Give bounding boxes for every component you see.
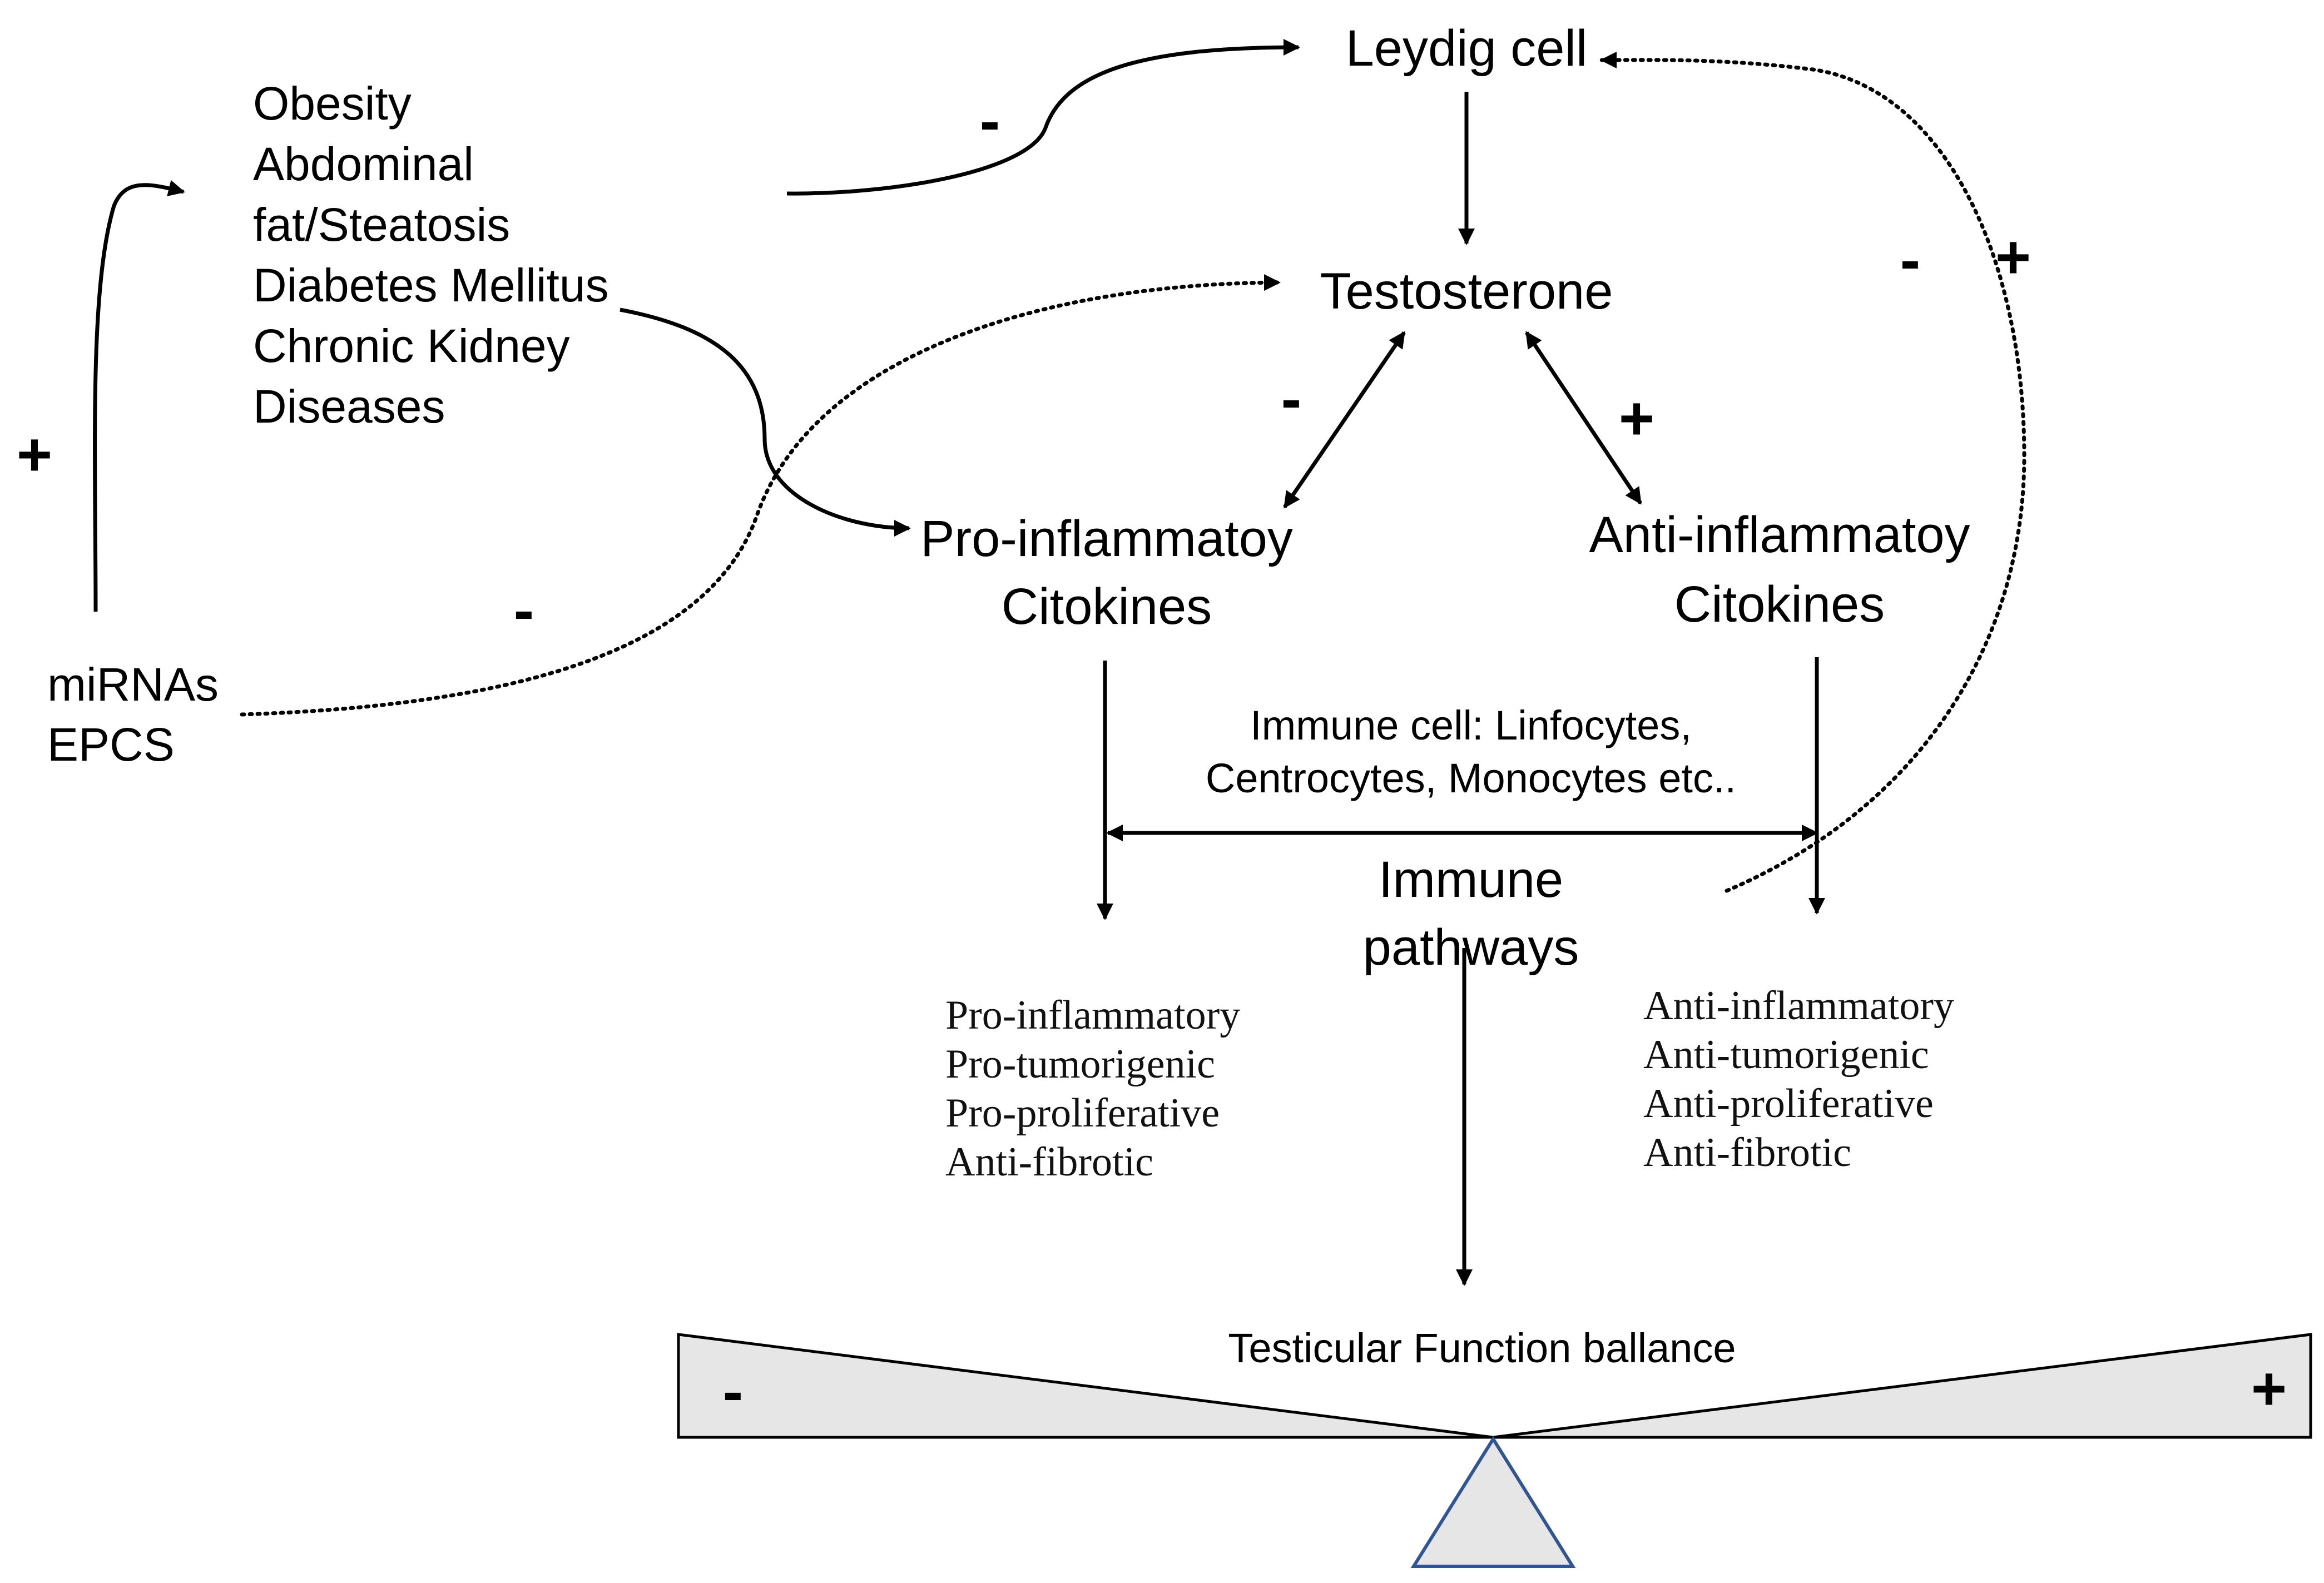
conditions-to-leydig-arrow: [786, 39, 1300, 196]
pro-effect-item: Pro-proliferative: [945, 1090, 1220, 1136]
anti-effect-item: Anti-tumorigenic: [1643, 1032, 1929, 1078]
sign-immune-to-leydig-minus: -: [1900, 226, 1921, 294]
balance-left-wedge: [677, 1333, 1494, 1439]
mirnas-to-testosterone-arrow: [240, 274, 1281, 717]
leydig-cell-label: Leydig cell: [1346, 20, 1588, 77]
condition-line: fat/Steatosis: [253, 199, 510, 251]
pro-effects-list: Pro-inflammatory Pro-tumorigenic Pro-pro…: [945, 993, 1240, 1185]
mirnas-line: miRNAs: [47, 658, 219, 711]
condition-line: Abdominal: [253, 138, 474, 190]
pro-cytokines-label: Pro-inflammatoy Citokines: [920, 510, 1293, 635]
anti-effect-item: Anti-inflammatory: [1643, 983, 1954, 1029]
condition-line: Diseases: [253, 380, 445, 433]
sign-testosterone-pro: -: [1281, 365, 1302, 433]
sign-immune-to-leydig-plus: +: [1995, 223, 2031, 291]
pro-effect-item: Pro-inflammatory: [945, 993, 1240, 1038]
pro-cytokines-line: Citokines: [1002, 578, 1212, 635]
testosterone-label: Testosterone: [1320, 263, 1613, 320]
anti-effect-item: Anti-fibrotic: [1643, 1130, 1851, 1175]
testosterone-anti-cytokines-arrow: [1525, 331, 1642, 505]
immune-cell-label: Immune cell: Linfocytes, Centrocytes, Mo…: [1206, 702, 1736, 801]
epcs-line: EPCS: [47, 718, 175, 771]
sign-mirnas-to-conditions: +: [17, 420, 52, 489]
pro-effect-item: Anti-fibrotic: [945, 1139, 1153, 1185]
sign-mirnas-to-testosterone: -: [514, 576, 534, 644]
immune-pathways-label: Immune pathways: [1363, 851, 1579, 976]
balance-left-sign: -: [723, 1357, 744, 1426]
immune-pathways-line: pathways: [1363, 919, 1579, 976]
mirnas-label: miRNAs EPCS: [47, 658, 219, 771]
anti-cytokines-line: Anti-inflammatoy: [1589, 507, 1970, 563]
condition-line: Obesity: [253, 77, 412, 130]
anti-effect-item: Anti-proliferative: [1643, 1081, 1934, 1127]
testosterone-pro-cytokines-arrow: [1283, 331, 1406, 509]
balance-label: Testicular Function ballance: [1228, 1325, 1736, 1371]
immune-to-leydig-arrow: [1599, 51, 2026, 893]
balance-right-wedge: [1493, 1333, 2312, 1439]
fulcrum-triangle: [1410, 1436, 1576, 1568]
conditions-list: Obesity Abdominal fat/Steatosis Diabetes…: [253, 77, 609, 433]
immune-cell-line: Centrocytes, Monocytes etc..: [1206, 755, 1736, 801]
balance-right-sign: +: [2251, 1354, 2287, 1423]
condition-line: Diabetes Mellitus: [253, 259, 609, 311]
anti-cytokines-label: Anti-inflammatoy Citokines: [1589, 507, 1970, 633]
anti-cytokines-line: Citokines: [1674, 576, 1885, 633]
immune-pathways-line: Immune: [1379, 851, 1563, 908]
balance-scale: Testicular Function ballance - +: [677, 1325, 2312, 1568]
conditions-to-pro-cytokines-arrow: [620, 307, 911, 537]
pro-cytokines-line: Pro-inflammatoy: [920, 510, 1293, 567]
sign-testosterone-anti: +: [1619, 384, 1654, 453]
condition-line: Chronic Kidney: [253, 320, 570, 372]
mirnas-to-conditions-arrow: [93, 180, 185, 612]
anti-effects-list: Anti-inflammatory Anti-tumorigenic Anti-…: [1643, 983, 1954, 1175]
pro-effect-item: Pro-tumorigenic: [945, 1041, 1215, 1087]
immune-cell-line: Immune cell: Linfocytes,: [1250, 702, 1692, 748]
sign-conditions-to-leydig: -: [980, 87, 1000, 155]
